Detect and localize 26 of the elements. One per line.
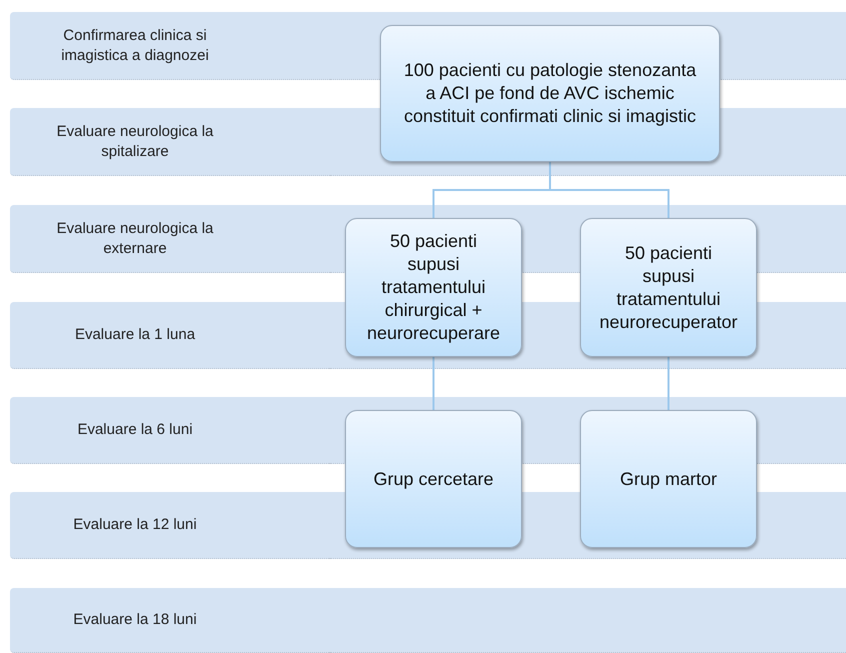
band-label: Evaluare la 6 luni (76, 420, 194, 440)
process-box (380, 25, 720, 162)
band-label: Evaluare la 18 luni (72, 610, 198, 630)
band-label: Evaluare neurologica la externare (56, 218, 214, 258)
timeline-band (10, 302, 330, 369)
timeline-band (10, 12, 330, 80)
box-text: 50 pacienti supusi tratamentului neurorecuperator (599, 242, 738, 334)
box-text: Grup cercetare (373, 468, 494, 490)
timeline-band (10, 492, 330, 559)
timeline-band (10, 397, 330, 464)
box-text: 50 pacienti supusi tratamentului chirurgical + neurorecuperare (366, 230, 501, 345)
band-label: Confirmarea clinica si imagistica a diagnozei (60, 26, 210, 66)
connector-line (432, 357, 434, 410)
process-box (580, 218, 757, 357)
band-label: Evaluare la 1 luna (74, 325, 196, 345)
process-box (345, 410, 522, 548)
process-box (580, 410, 757, 548)
band-label: Evaluare la 12 luni (72, 515, 198, 535)
box-text: Grup martor (620, 468, 718, 490)
timeline-band (10, 205, 330, 273)
process-box (345, 218, 522, 357)
connector-line (668, 357, 670, 410)
timeline-band (10, 108, 330, 176)
timeline-band (10, 588, 330, 653)
box-text: 100 pacienti cu patologie stenozanta a ACI pe fond de AVC ischemic constituit confirmati clinic si imagistic (402, 59, 698, 128)
band-label: Evaluare neurologica la spitalizare (56, 122, 214, 162)
